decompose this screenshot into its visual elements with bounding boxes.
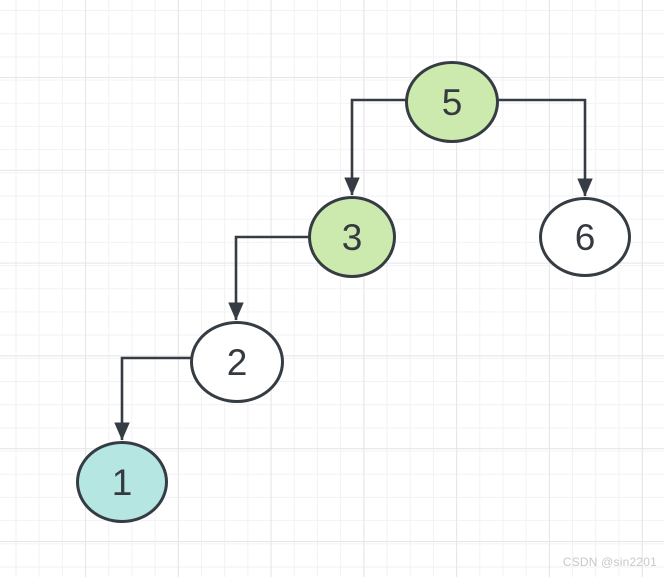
- node-label: 6: [574, 216, 596, 258]
- tree-node-5: 5: [405, 61, 499, 143]
- edge-3-to-2: [228, 235, 309, 321]
- edge-5-to-3: [344, 98, 406, 196]
- node-label: 3: [341, 216, 363, 258]
- edge-2-to-1: [114, 356, 191, 441]
- watermark: CSDN @sin2201: [562, 555, 657, 569]
- node-label: 5: [441, 81, 463, 123]
- node-label: 2: [226, 341, 248, 383]
- tree-node-3: 3: [308, 196, 396, 278]
- edge-5-to-6: [498, 98, 593, 197]
- node-label: 1: [111, 461, 133, 503]
- tree-node-2: 2: [190, 321, 284, 403]
- tree-node-6: 6: [539, 197, 631, 277]
- tree-node-1: 1: [76, 441, 168, 523]
